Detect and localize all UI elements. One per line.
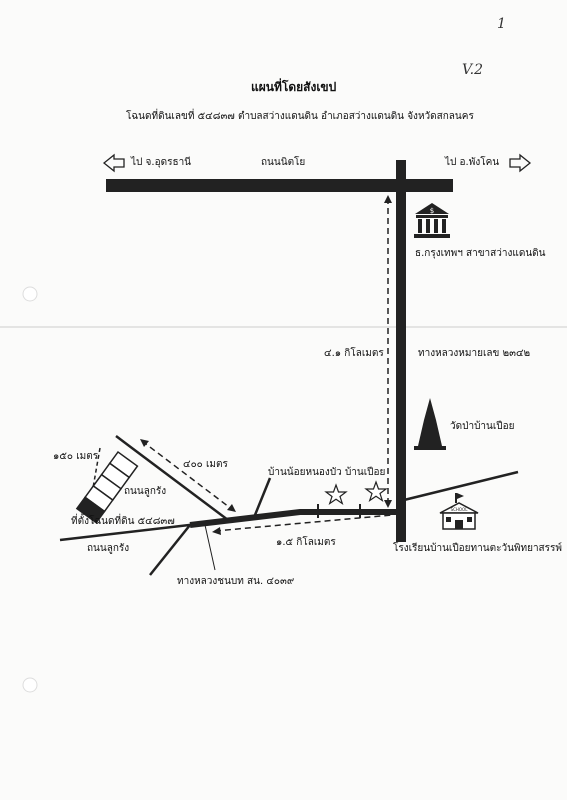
land-plots [75,450,139,524]
label-temple: วัดป่าบ้านเปือย [450,421,515,432]
label-road-lukrung-lower: ถนนลูกรัง [87,543,130,554]
label-bank: ธ.กรุงเทพฯ สาขาสว่างแดนดิน [415,248,546,259]
arrow-nw [140,439,149,447]
punch-hole [22,286,38,302]
road-lukrung-upper [115,435,229,521]
leader-line [204,524,216,571]
label-to-phangkhon: ไป อ.พังโคน [445,157,500,168]
road-east [403,470,519,502]
page-subtitle: โฉนดที่ดินเลขที่ ๕๔๘๓๗ ตำบลสว่างแดนดิน อ… [126,111,474,122]
label-villages: บ้านน้อยหนองบัว บ้านเปือย [268,467,386,478]
rural-road [189,509,398,528]
arrow-up [384,195,392,203]
handwritten-note: V.2 [462,62,484,78]
label-road-nitiyo: ถนนนิตโย [261,157,306,168]
bank-symbol: $ [430,207,434,215]
label-distance-1-5: ๑.๕ กิโลเมตร [276,537,336,548]
label-land-location: ที่ตั้งโฉนดที่ดิน ๕๔๘๓๗ [71,516,175,527]
punch-hole [22,677,38,693]
road-nitiyo [106,179,453,192]
label-school: โรงเรียนบ้านเปือยทานตะวันพิทยาสรรพ์ [393,543,562,554]
arrow-left [212,527,221,535]
distance-400-line [141,440,234,511]
label-distance-150: ๑๕๐ เมตร [53,451,99,462]
school-sign: SCHOOL [451,507,469,512]
star-icon [324,483,348,505]
temple-icon [414,398,446,450]
arrow-right-icon [509,153,532,173]
corner-mark: 1 [497,16,506,32]
label-road-lukrung-upper: ถนนลูกรัง [124,486,167,497]
arrow-left-icon [102,153,125,173]
label-highway-2342: ทางหลวงหมายเลข ๒๓๔๒ [418,348,531,359]
bank-icon [414,203,450,238]
school-icon [439,493,479,530]
highway-2342 [396,160,406,542]
arrow-se [227,504,236,512]
label-rural-road: ทางหลวงชนบท สน. ๔๐๓๙ [177,576,295,587]
distance-150-line [89,447,101,506]
label-distance-4-1: ๔.๑ กิโลเมตร [324,348,384,359]
label-distance-400: ๔๐๐ เมตร [183,459,228,470]
label-to-udon: ไป จ.อุดรธานี [131,157,192,168]
star-icon [364,480,388,502]
road-branch [253,477,272,516]
road-rural-diag [149,524,191,576]
page-title: แผนที่โดยสังเขป [251,80,337,94]
arrow-down [384,500,392,508]
